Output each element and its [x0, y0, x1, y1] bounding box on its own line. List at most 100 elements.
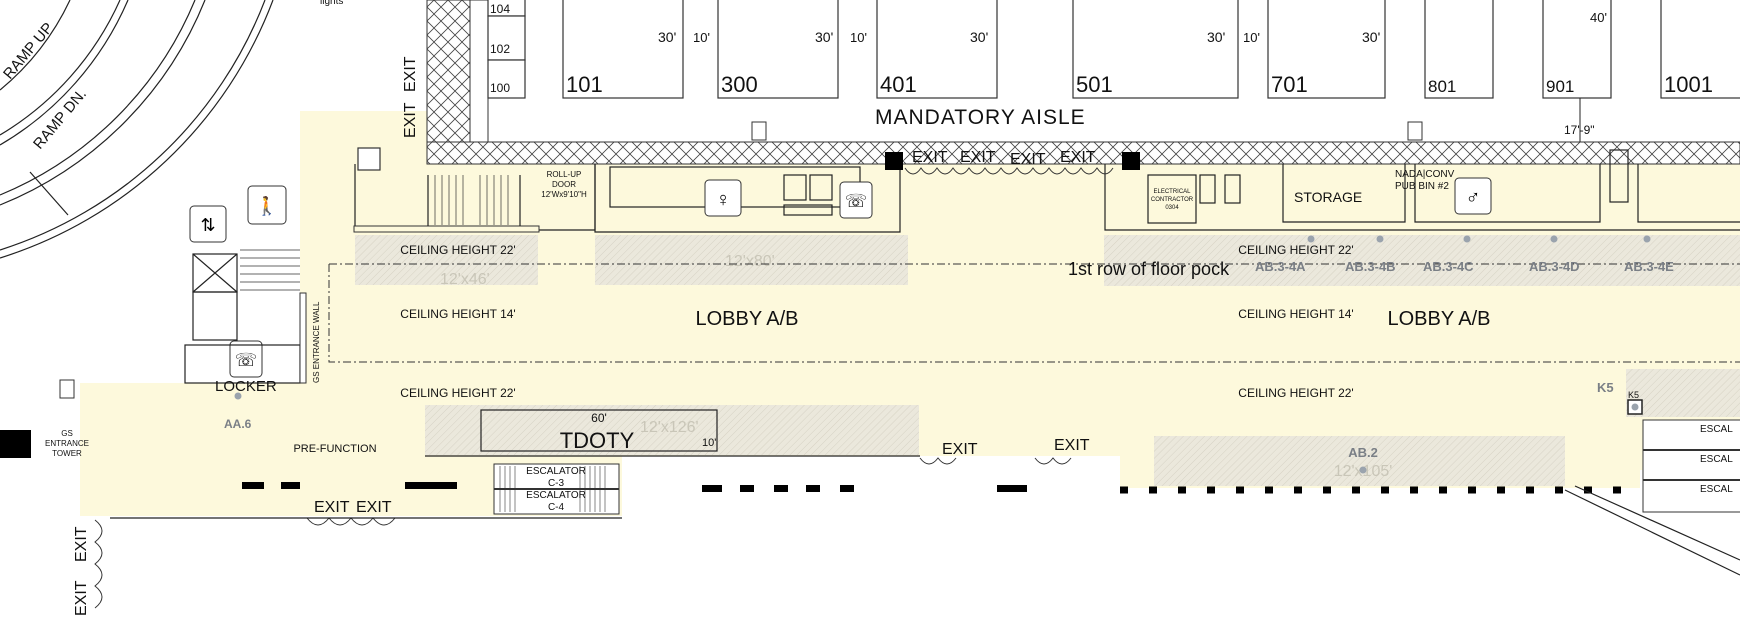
svg-text:30': 30': [1207, 29, 1225, 45]
exit-sign: EXIT: [960, 149, 996, 166]
ceiling-height-label: CEILING HEIGHT 22': [1238, 386, 1353, 400]
booth-801[interactable]: 801: [1424, 0, 1494, 99]
svg-text:30': 30': [1362, 29, 1380, 45]
svg-text:101: 101: [566, 72, 603, 97]
floor-pocket-label[interactable]: AB.3-4E: [1624, 259, 1674, 274]
zone-12x80: [595, 235, 908, 285]
svg-text:501: 501: [1076, 72, 1113, 97]
rollup-door-label: ROLL-UP: [547, 170, 582, 179]
gap-label: 10': [850, 30, 867, 45]
exit-sign: EXIT: [1010, 151, 1046, 168]
booth-701[interactable]: 701 30': [1267, 0, 1386, 99]
zone-size-label: 12'x126': [640, 419, 699, 436]
floor-pockets: AB.3-4A AB.3-4B AB.3-4C AB.3-4D AB.3-4E: [1255, 235, 1674, 274]
k5-small-label: K5: [1628, 390, 1639, 400]
svg-text:⇅: ⇅: [200, 215, 215, 235]
svg-text:801: 801: [1428, 77, 1456, 96]
electrical-label: ELECTRICAL: [1153, 189, 1191, 195]
electrical-label: 0304: [1165, 205, 1179, 211]
svg-text:901: 901: [1546, 77, 1574, 96]
exit-sign: EXIT: [942, 441, 978, 458]
phone-icon: ☏: [229, 340, 263, 378]
tdoty-length: 60': [591, 411, 607, 425]
exit-sign: EXIT: [314, 499, 350, 516]
exit-sign: EXIT: [402, 102, 419, 138]
k5-label[interactable]: K5: [1597, 380, 1614, 395]
ramp-up-label: RAMP UP: [0, 19, 57, 82]
zone-ab2: [1154, 436, 1565, 486]
women-restroom-icon: ♀: [704, 179, 742, 217]
tdoty-booth[interactable]: [480, 409, 718, 452]
room-102: 102: [490, 42, 510, 56]
escalator-label: ESCALATOR: [526, 490, 586, 501]
svg-text:40': 40': [1590, 10, 1607, 25]
trash-icon: [1407, 121, 1423, 141]
column: [885, 152, 903, 170]
svg-text:30': 30': [658, 29, 676, 45]
locker-label: LOCKER: [215, 378, 277, 395]
tower-label: ENTRANCE: [45, 439, 89, 448]
ab2-label[interactable]: AB.2: [1348, 445, 1378, 460]
tower-label: GS: [61, 429, 73, 438]
floor-pocket-label[interactable]: AB.3-4D: [1529, 259, 1580, 274]
gs-entrance-wall-label: GS ENTRANCE WALL: [312, 301, 321, 383]
svg-text:☏: ☏: [235, 350, 258, 370]
exit-sign: EXIT: [73, 580, 90, 616]
elevator-shaft: [184, 249, 301, 384]
exit-sign: EXIT: [402, 56, 419, 92]
gs-entrance-tower: [0, 430, 31, 458]
exit-sign: EXIT: [1060, 149, 1096, 166]
exit-sign: EXIT: [1054, 437, 1090, 454]
svg-text:30': 30': [815, 29, 833, 45]
ceiling-height-label: CEILING HEIGHT 22': [400, 243, 515, 257]
zone-12x46: [355, 235, 538, 285]
zone-tdoty: [425, 405, 919, 455]
booth-501[interactable]: 501 30': [1072, 0, 1239, 99]
floor-pocket-label[interactable]: AB.3-4A: [1255, 259, 1306, 274]
small-rooms: 104 102 100: [487, 0, 526, 99]
ceiling-height-label: CEILING HEIGHT 22': [1238, 243, 1353, 257]
tdoty-label: TDOTY: [560, 428, 635, 453]
ramp: RAMP UP RAMP DN.: [0, 0, 274, 259]
floor-pocket-label[interactable]: AB.3-4C: [1423, 259, 1474, 274]
tdoty-depth: 10': [702, 437, 716, 449]
escalator-label: ESCAL: [1700, 454, 1733, 465]
pub-bin-label: NADA|CONV: [1395, 169, 1455, 180]
men-restroom-icon: ♂: [1454, 177, 1492, 215]
zone-size-label: 12'x46': [440, 271, 490, 288]
exit-sign: EXIT: [912, 149, 948, 166]
elevator-icon: ⇅: [189, 205, 227, 243]
booth-1001[interactable]: 1001: [1660, 0, 1740, 99]
svg-text:701: 701: [1271, 72, 1308, 97]
aisle-dimension: 17'-9": [1564, 123, 1595, 137]
room-104: 104: [490, 2, 510, 16]
floor-pocket-note: 1st row of floor pock: [1068, 259, 1230, 279]
svg-text:🚶: 🚶: [256, 195, 278, 216]
aa6-label[interactable]: AA.6: [224, 417, 252, 431]
ceiling-height-label: CEILING HEIGHT 14': [400, 307, 515, 321]
floor-pocket-label[interactable]: AB.3-4B: [1345, 259, 1396, 274]
north-service-rooms: ROLL-UP DOOR 12'Wx9'10"H ELECTRICAL CONT…: [353, 147, 1740, 233]
ceiling-height-label: CEILING HEIGHT 22': [400, 386, 515, 400]
tower-label: TOWER: [52, 449, 82, 458]
svg-text:30': 30': [970, 29, 988, 45]
wall-columns: [242, 482, 1027, 492]
svg-text:♂: ♂: [1466, 187, 1481, 209]
gap-label: 10': [693, 30, 710, 45]
electrical-label: CONTRACTOR: [1151, 197, 1194, 203]
column: [1122, 152, 1140, 170]
trash-icon: [751, 121, 767, 141]
gap-label: 10': [1243, 30, 1260, 45]
booth-101[interactable]: 101 30': [562, 0, 684, 99]
ramp-down-label: RAMP DN.: [30, 86, 90, 153]
booth-901[interactable]: 901 40': [1542, 0, 1612, 99]
exit-sign: EXIT: [73, 526, 90, 562]
ceiling-height-label: CEILING HEIGHT 14': [1238, 307, 1353, 321]
lights-note: lights: [320, 0, 343, 7]
rollup-door-label: DOOR: [552, 180, 576, 189]
phone-icon: ☏: [839, 181, 873, 219]
escalator-label: ESCALATOR: [526, 466, 586, 477]
